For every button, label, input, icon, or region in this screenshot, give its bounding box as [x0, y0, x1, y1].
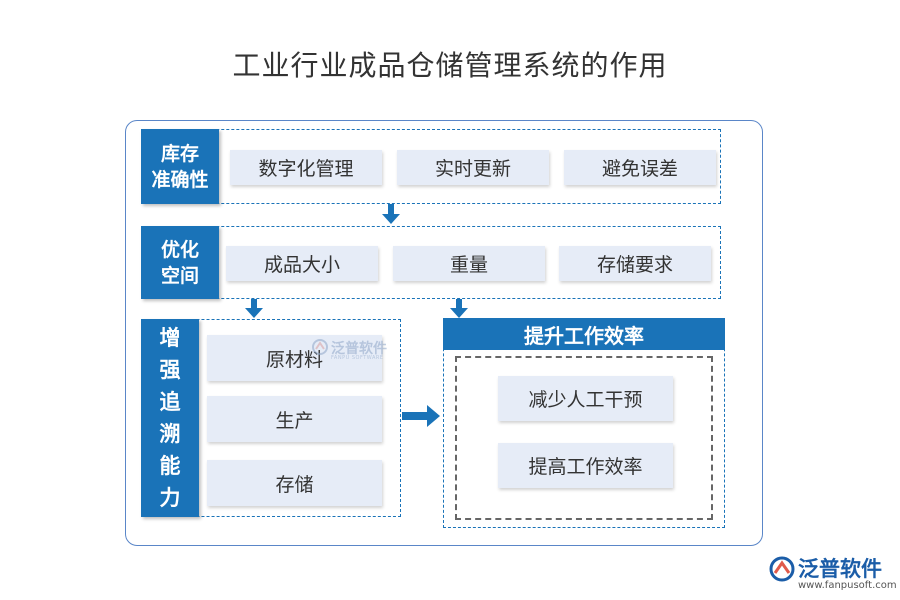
brand-name: 泛普软件	[798, 557, 882, 581]
brand-url: www.fanpusoft.com	[798, 580, 897, 591]
traceability-item-storage: 存储	[207, 460, 382, 506]
watermark-logo: 泛普软件 FANPU SOFTWARE	[311, 338, 387, 361]
traceability-item-raw-material: 原材料	[207, 335, 382, 381]
accuracy-item-digital: 数字化管理	[230, 150, 382, 185]
brand-logo: 泛普软件 www.fanpusoft.com	[768, 553, 897, 593]
efficiency-header: 提升工作效率	[443, 318, 725, 350]
accuracy-item-realtime: 实时更新	[397, 150, 549, 185]
arrow-down-icon	[450, 308, 468, 318]
efficiency-group	[443, 318, 725, 528]
space-item-weight: 重量	[393, 246, 545, 281]
space-item-size: 成品大小	[226, 246, 378, 281]
efficiency-item-improve: 提高工作效率	[498, 443, 673, 488]
traceability-item-production: 生产	[207, 396, 382, 442]
page-title: 工业行业成品仓储管理系统的作用	[232, 49, 668, 82]
fanpu-watermark-icon	[312, 339, 328, 355]
arrow-right-icon	[427, 405, 440, 427]
accuracy-label: 库存 准确性	[141, 129, 219, 204]
arrow-down-2-shaft	[251, 299, 257, 310]
watermark-sub: FANPU SOFTWARE	[331, 355, 384, 361]
arrow-right-shaft	[402, 412, 428, 420]
watermark-name: 泛普软件	[331, 341, 387, 357]
arrow-down-1-shaft	[388, 204, 394, 216]
efficiency-item-reduce-manual: 减少人工干预	[498, 376, 673, 421]
arrow-down-icon	[245, 308, 263, 318]
efficiency-inner-frame	[455, 356, 713, 520]
space-label: 优化 空间	[141, 226, 219, 299]
arrow-down-3-shaft	[456, 299, 462, 310]
space-item-storage-req: 存储要求	[559, 246, 711, 281]
fanpu-logo-icon	[769, 556, 795, 582]
traceability-label: 增 强 追 溯 能 力	[141, 319, 199, 517]
accuracy-item-avoid-error: 避免误差	[564, 150, 716, 185]
arrow-down-icon	[382, 214, 400, 224]
